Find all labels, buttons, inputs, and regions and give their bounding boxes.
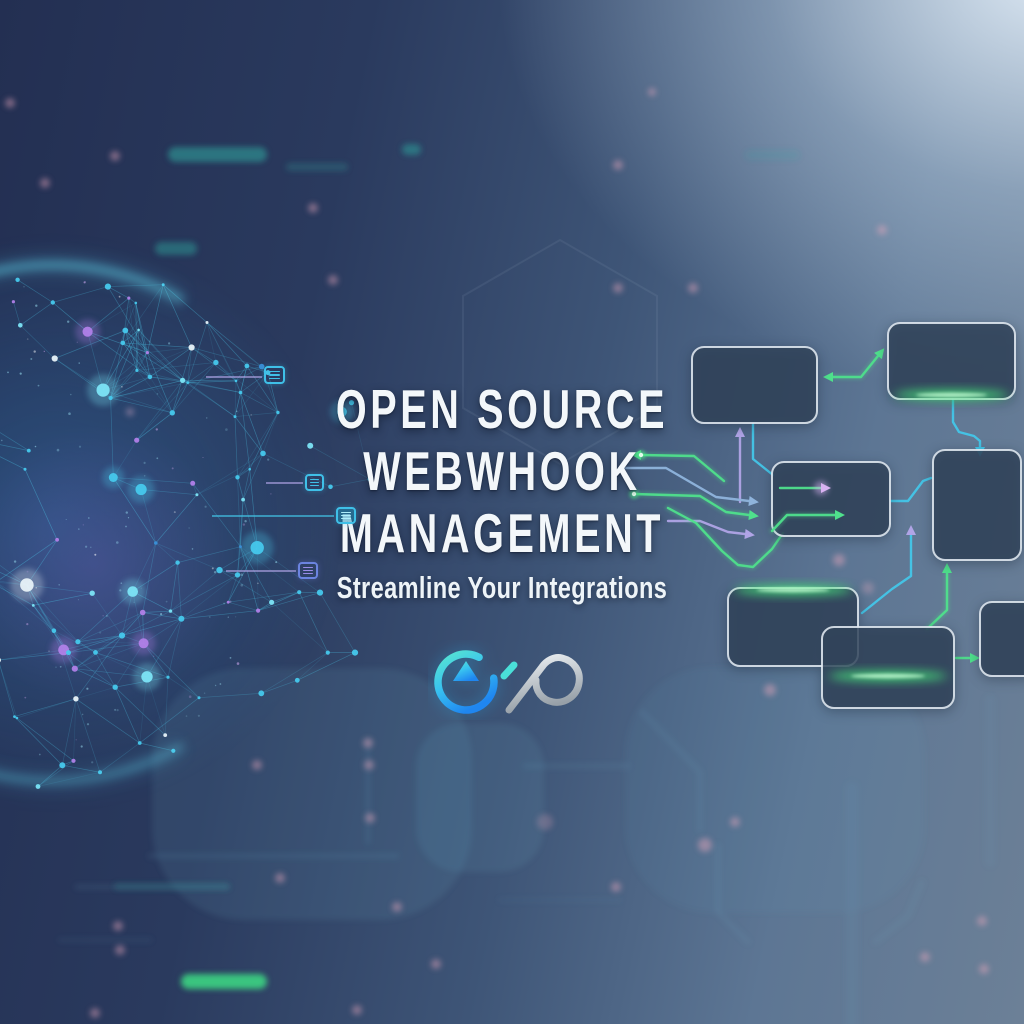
logo-group — [428, 640, 598, 720]
list-line — [341, 515, 351, 516]
flowchart-node — [932, 449, 1022, 561]
document-list-icon — [264, 366, 285, 384]
logo-marks — [434, 650, 583, 714]
flowchart-node — [691, 346, 818, 424]
list-line — [269, 371, 280, 373]
upload-arrow-icon — [434, 650, 498, 714]
flowchart-node — [771, 461, 891, 537]
document-list-icon — [305, 474, 324, 491]
list-line — [303, 573, 313, 574]
network-sphere-graphic — [0, 231, 372, 815]
list-line — [303, 570, 313, 571]
flowchart-node — [887, 322, 1016, 400]
title-line-1: OPEN SOURCE — [335, 378, 669, 440]
list-line — [341, 512, 351, 513]
blurred-bars — [114, 144, 800, 989]
list-line — [269, 374, 280, 376]
list-line — [269, 377, 280, 379]
flowchart-node — [821, 626, 955, 709]
title-line-3: MANAGEMENT — [339, 502, 665, 564]
flowchart-nodes — [691, 322, 1024, 709]
hexagon-outline — [462, 238, 658, 466]
tagline: Streamline Your Integrations — [336, 570, 668, 605]
flowchart-graphic — [620, 322, 1024, 709]
ambient-dots — [5, 88, 989, 1018]
list-line — [310, 482, 319, 483]
icon-connector-lines — [206, 376, 334, 572]
circuit-traces — [57, 667, 995, 1024]
page-title: OPEN SOURCE WEBWHOOK MANAGEMENT — [242, 378, 762, 564]
flowchart-node — [979, 601, 1024, 677]
list-line — [310, 479, 319, 480]
document-list-icon — [298, 562, 318, 579]
list-line — [303, 567, 313, 568]
infinity-loop-icon — [500, 654, 583, 714]
title-line-2: WEBWHOOK — [363, 440, 641, 502]
list-line — [341, 518, 351, 519]
list-line — [310, 485, 319, 486]
document-list-icon — [336, 507, 356, 524]
